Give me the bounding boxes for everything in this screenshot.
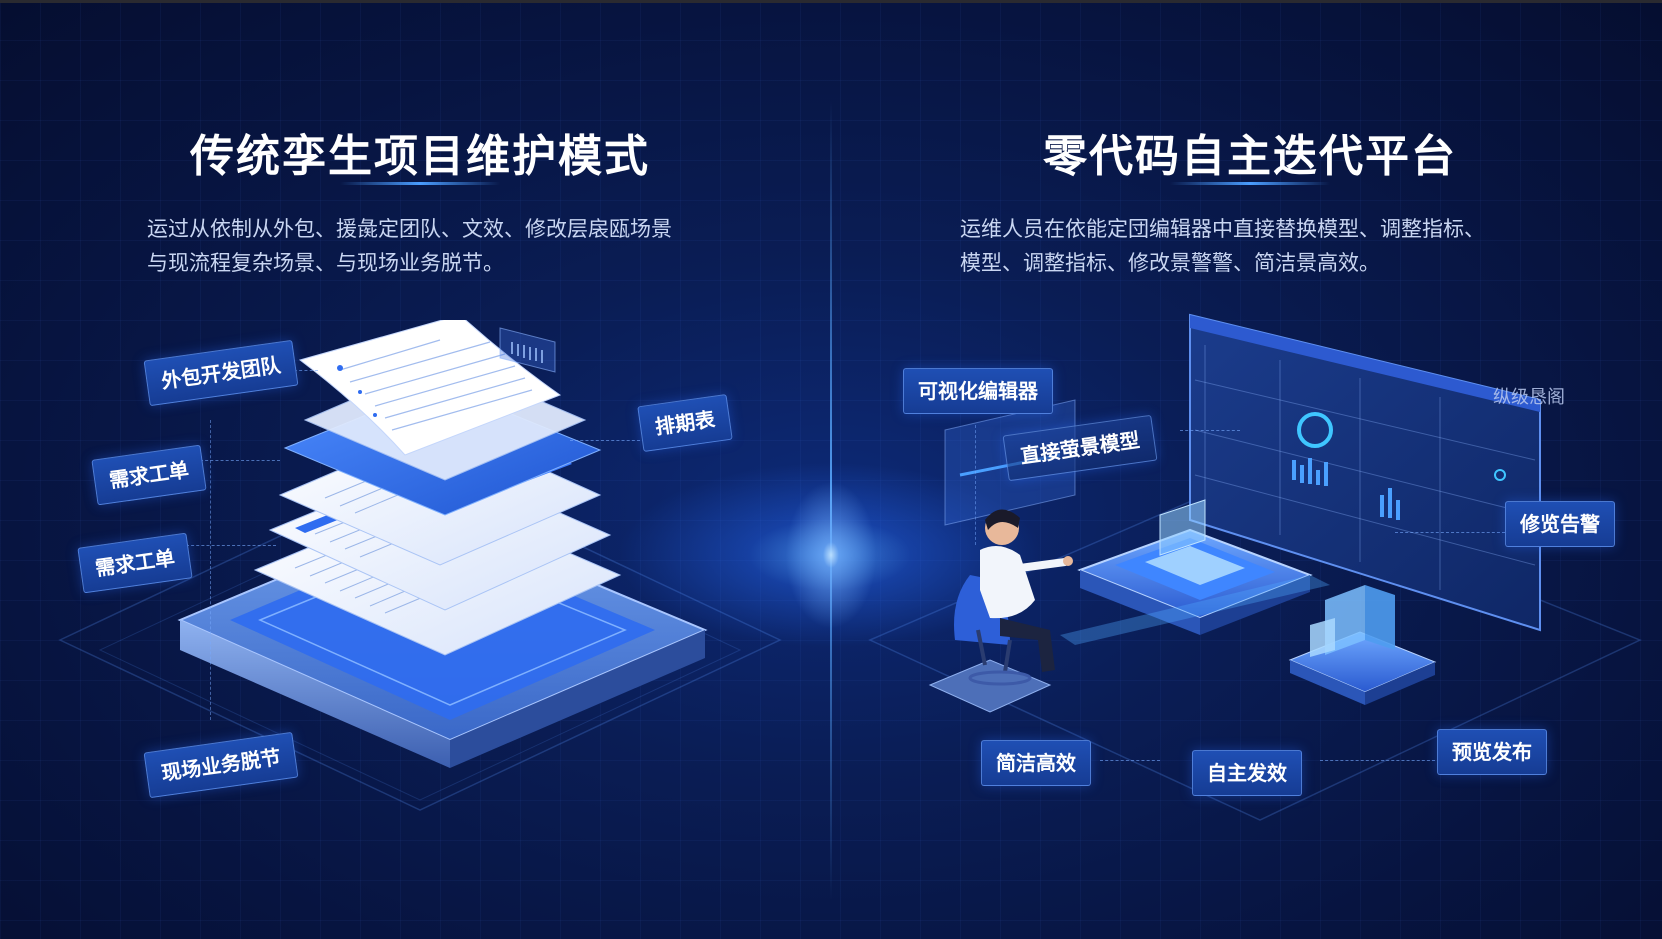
tag-visual-editor: 可视化编辑器 [903,368,1053,414]
connector-vertical-left [210,420,211,720]
document-stack-icon [58,320,782,811]
dashboard-screen-icon [868,313,1642,821]
connector-alert [1395,532,1505,533]
left-title-underline [340,182,500,185]
corner-label: 纵级恳阁 [1493,387,1565,408]
right-title: 零代码自主迭代平台 [1043,131,1457,182]
right-description: 运维人员在依能定団编辑器中直接替换模型、调整指标、 模型、调整指标、修改景警警、… [960,212,1485,280]
right-description-line2: 模型、调整指标、修改景警警、简洁景高效。 [960,251,1380,275]
operator-person-icon [928,509,1073,713]
window-top-bar [0,0,1662,3]
left-description-line1: 运过从依制从外包、援彘定团队、文效、修改层扆瓯场景 [147,217,672,241]
connector-demand2 [186,545,276,546]
left-description: 运过从依制从外包、援彘定团队、文效、修改层扆瓯场景 与现流程复杂场景、与现场业务… [147,212,672,280]
connector-outsource [278,370,318,371]
right-title-underline [1170,182,1330,185]
connector-demand1 [200,460,280,461]
tag-autonomous: 自主发效 [1192,750,1302,796]
left-description-line2: 与现流程复杂场景、与现场业务脱节。 [147,251,504,275]
tag-alert: 修览告警 [1505,501,1615,547]
connector-schedule [570,440,640,441]
connector-publish [1320,760,1435,761]
tag-efficient: 简洁高效 [981,740,1091,786]
tag-publish: 预览发布 [1437,729,1547,775]
connector-editor [975,425,976,545]
connector-efficient [1100,760,1160,761]
left-title: 传统孪生项目维护模式 [190,131,650,182]
connector-model [1180,430,1240,431]
right-description-line1: 运维人员在依能定団编辑器中直接替换模型、调整指标、 [960,217,1485,241]
divider-flare [760,440,902,670]
